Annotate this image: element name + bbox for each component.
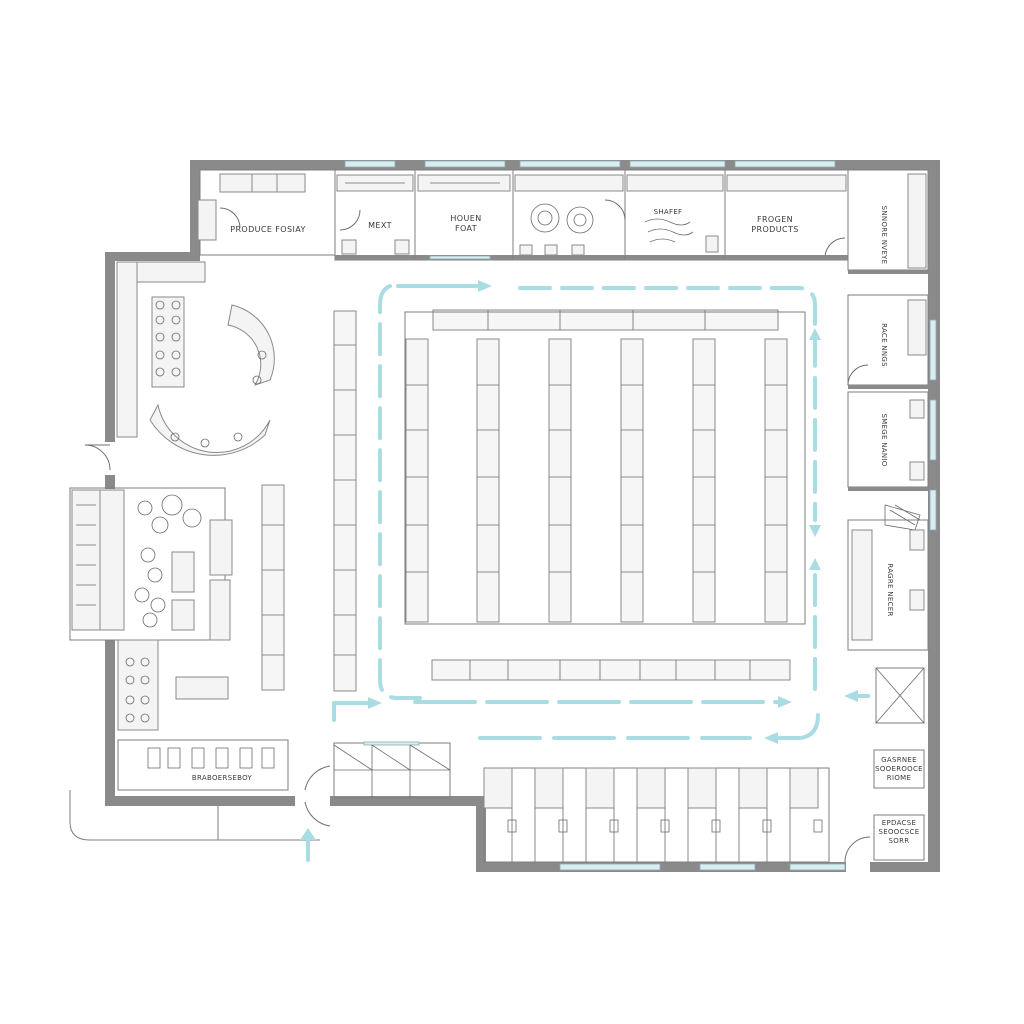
cart-bay-label: BRABOERSEBOY [192, 774, 253, 782]
top-departments: PRODUCE FOSIAY MEXT HOUEN FOAT SHAF [197, 169, 849, 261]
meat-label: MEXT [368, 221, 392, 230]
southeast-room-label-1: GASRNEE [881, 756, 917, 764]
east-rooms: SNNORE NVEYE RACE NNGS SMEGE NANIO RAGRE… [844, 169, 929, 863]
southeast-small-label-2: SEOOCSCE [879, 828, 920, 836]
southeast-small-label-1: EPDACSE [882, 819, 916, 827]
exterior-walls [105, 160, 940, 872]
southeast-room-label-3: RIOME [887, 774, 911, 782]
east-room-1-label: SNNORE NVEYE [880, 206, 888, 265]
entrance [69, 765, 331, 862]
southeast-room-label-2: SOOEROOCE [875, 765, 923, 773]
southeast-small-label-3: SORR [889, 837, 910, 845]
produce-bins [151, 296, 185, 388]
east-room-2-label: RACE NNGS [880, 323, 888, 367]
produce-label: PRODUCE FOSIAY [230, 225, 306, 234]
houen-foat-label-2: FOAT [455, 224, 477, 233]
checkout-lanes [333, 741, 830, 863]
flow-arrow-head [478, 280, 492, 292]
seafood-label: SHAFEF [654, 208, 683, 216]
east-room-3-label: SMEGE NANIO [880, 413, 888, 466]
west-produce-area: BRABOERSEBOY [69, 261, 289, 791]
houen-foat-label-1: HOUEN [450, 214, 481, 223]
frozen-label-2: PRODUCTS [751, 225, 798, 234]
aisle-shelving [333, 309, 806, 692]
frozen-label-1: FROGEN [757, 215, 793, 224]
traffic-flow-path [332, 280, 870, 744]
east-service-label: RAGRE NECER [886, 563, 894, 616]
